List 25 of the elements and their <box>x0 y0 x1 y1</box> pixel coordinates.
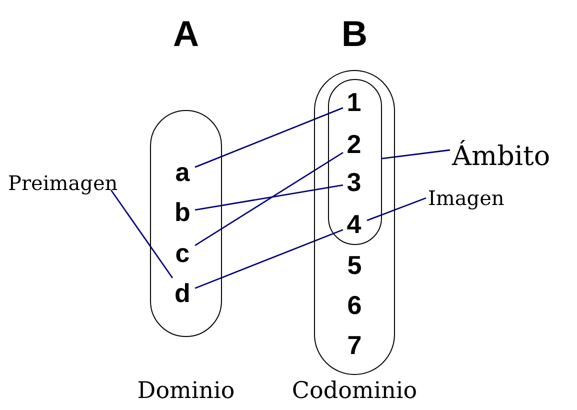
element-label: 7 <box>342 330 366 360</box>
mapping-line <box>194 152 344 246</box>
element-label: 1 <box>342 87 366 117</box>
mapping-line <box>194 184 344 211</box>
callout-text: Imagen <box>428 185 528 211</box>
element-label: d <box>170 278 194 308</box>
element-label: 3 <box>342 167 366 197</box>
element-label: c <box>170 238 194 268</box>
leader-line <box>382 149 450 160</box>
set-name: B <box>340 13 368 55</box>
callout-text: Preimagen <box>8 170 144 196</box>
mapping-line <box>194 107 344 168</box>
leader-line <box>366 197 426 222</box>
set-name: A <box>172 13 200 55</box>
element-label: a <box>170 156 194 186</box>
mapping-line <box>194 229 344 289</box>
element-label: 6 <box>342 290 366 320</box>
leader-line <box>110 190 174 278</box>
element-label: b <box>170 196 194 226</box>
set-caption: Codominio <box>292 378 418 404</box>
element-label: 5 <box>342 250 366 280</box>
element-label: 2 <box>342 129 366 159</box>
set-caption: Dominio <box>137 378 235 404</box>
element-label: 4 <box>342 209 366 239</box>
callout-text: Ámbito <box>452 140 574 174</box>
